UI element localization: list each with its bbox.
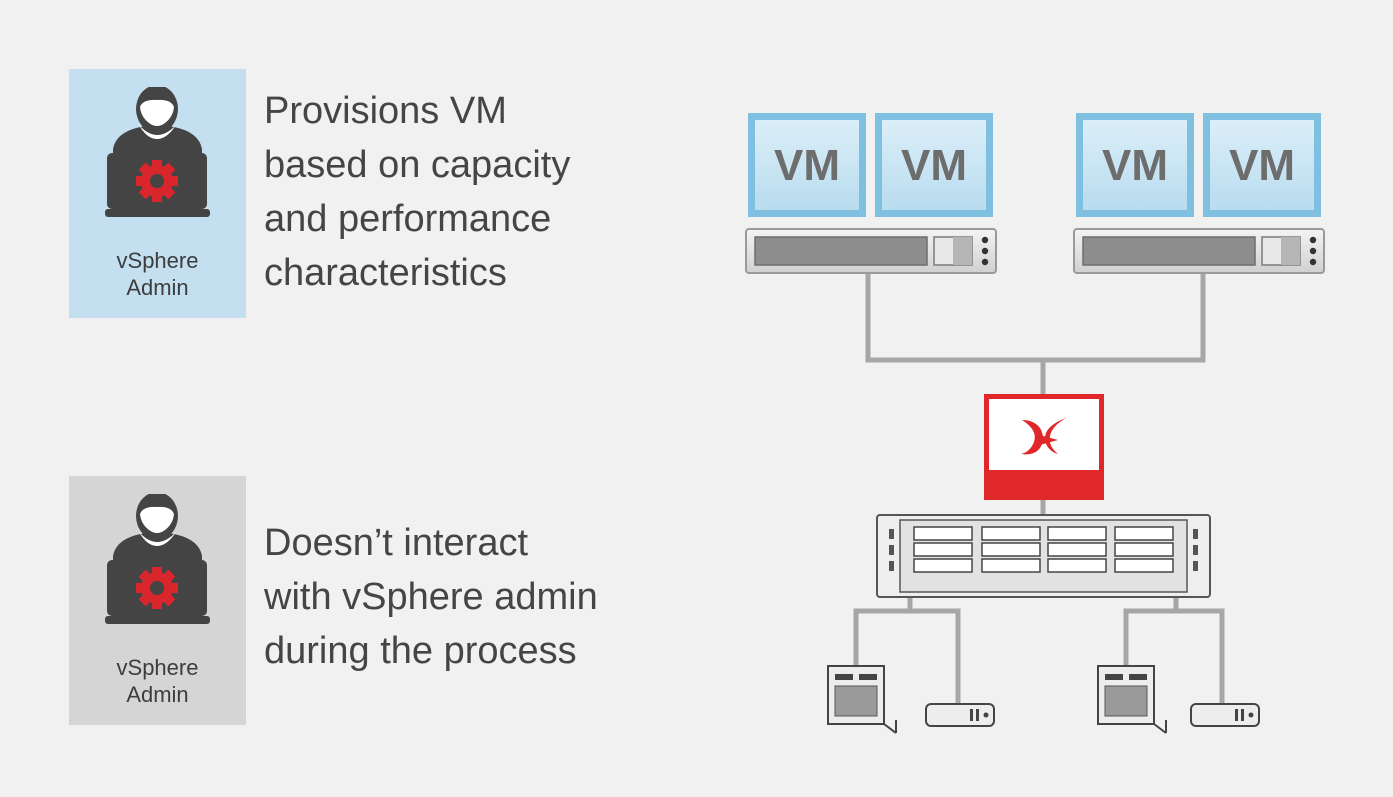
- vm-icon: VM: [875, 113, 993, 217]
- admin-label-line: vSphere: [116, 248, 199, 273]
- link-storage-left: [853, 597, 913, 667]
- vm-icon: VM: [1076, 113, 1194, 217]
- network-links: [853, 272, 1225, 706]
- link-storage-right: [1123, 597, 1179, 667]
- vm-label: VM: [901, 141, 967, 190]
- person-icon: [113, 87, 202, 157]
- appliance-logo-icon: [984, 394, 1104, 500]
- tower-server-icon: [827, 665, 897, 734]
- server-icon: [745, 228, 997, 274]
- admin-card-top: vSphere Admin: [69, 69, 246, 318]
- admin-label: vSphere Admin: [69, 247, 246, 301]
- vm-group: VM VM VM VM: [748, 113, 1321, 217]
- description-line: and performance: [264, 198, 552, 240]
- admin-card-bottom: vSphere Admin: [69, 476, 246, 725]
- description-bottom: Doesn’t interact with vSphere admin duri…: [264, 516, 598, 678]
- description-line: characteristics: [264, 252, 507, 294]
- network-device-icon: [1190, 703, 1260, 727]
- admin-label-line: vSphere: [116, 655, 199, 680]
- gear-icon: [136, 567, 178, 609]
- link-server-right: [1043, 272, 1206, 363]
- person-icon: [113, 494, 202, 564]
- description-line: Provisions VM: [264, 90, 507, 132]
- admin-label-line: Admin: [126, 275, 189, 300]
- admin-label-line: Admin: [126, 682, 189, 707]
- network-device-icon: [925, 703, 995, 727]
- description-line: during the process: [264, 630, 577, 672]
- description-line: with vSphere admin: [264, 576, 598, 618]
- link-server-left: [865, 272, 1043, 363]
- vm-label: VM: [1229, 141, 1295, 190]
- description-top: Provisions VM based on capacity and perf…: [264, 84, 570, 300]
- vm-label: VM: [1102, 141, 1168, 190]
- link-storage-left-b: [910, 608, 961, 706]
- vm-label: VM: [774, 141, 840, 190]
- tower-server-icon: [1097, 665, 1167, 734]
- admin-label: vSphere Admin: [69, 654, 246, 708]
- storage-array-icon: [876, 514, 1211, 598]
- vm-icon: VM: [1203, 113, 1321, 217]
- link-storage-right-b: [1176, 608, 1225, 706]
- vm-icon: VM: [748, 113, 866, 217]
- server-icon: [1073, 228, 1325, 274]
- gear-icon: [136, 160, 178, 202]
- admin-laptop-icon: [105, 87, 210, 217]
- description-line: based on capacity: [264, 144, 571, 186]
- admin-laptop-icon: [105, 494, 210, 624]
- description-line: Doesn’t interact: [264, 522, 529, 564]
